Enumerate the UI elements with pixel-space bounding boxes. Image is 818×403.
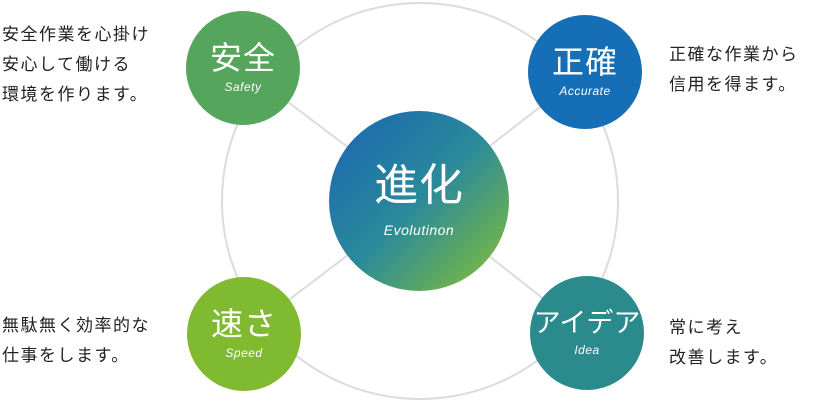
description-idea: 常に考え 改善します。 <box>669 318 779 368</box>
node-idea: アイデア Idea <box>530 276 644 390</box>
description-accurate: 正確な作業から 信用を得ます。 <box>669 45 799 95</box>
description-speed: 無駄無く効率的な 仕事をします。 <box>2 316 150 366</box>
node-idea-subtitle: Idea <box>574 342 600 357</box>
node-safety-subtitle: Safety <box>224 80 262 94</box>
node-accurate-title: 正確 <box>551 43 618 81</box>
center-subtitle: Evolutinon <box>383 222 455 238</box>
node-safety: 安全 Safety <box>186 11 300 125</box>
node-accurate: 正確 Accurate <box>528 15 642 129</box>
center-title: 進化 <box>374 160 464 211</box>
node-accurate-subtitle: Accurate <box>559 84 611 98</box>
description-safety: 安全作業を心掛け 安心して働ける 環境を作ります。 <box>2 25 150 105</box>
node-speed: 速さ Speed <box>187 277 301 391</box>
node-speed-subtitle: Speed <box>225 346 263 360</box>
node-safety-title: 安全 <box>209 39 276 77</box>
node-idea-title: アイデア <box>533 307 641 339</box>
center-circle-evolution: 進化 Evolutinon <box>329 111 509 291</box>
node-speed-title: 速さ <box>210 305 277 343</box>
outer-ring <box>221 2 619 400</box>
